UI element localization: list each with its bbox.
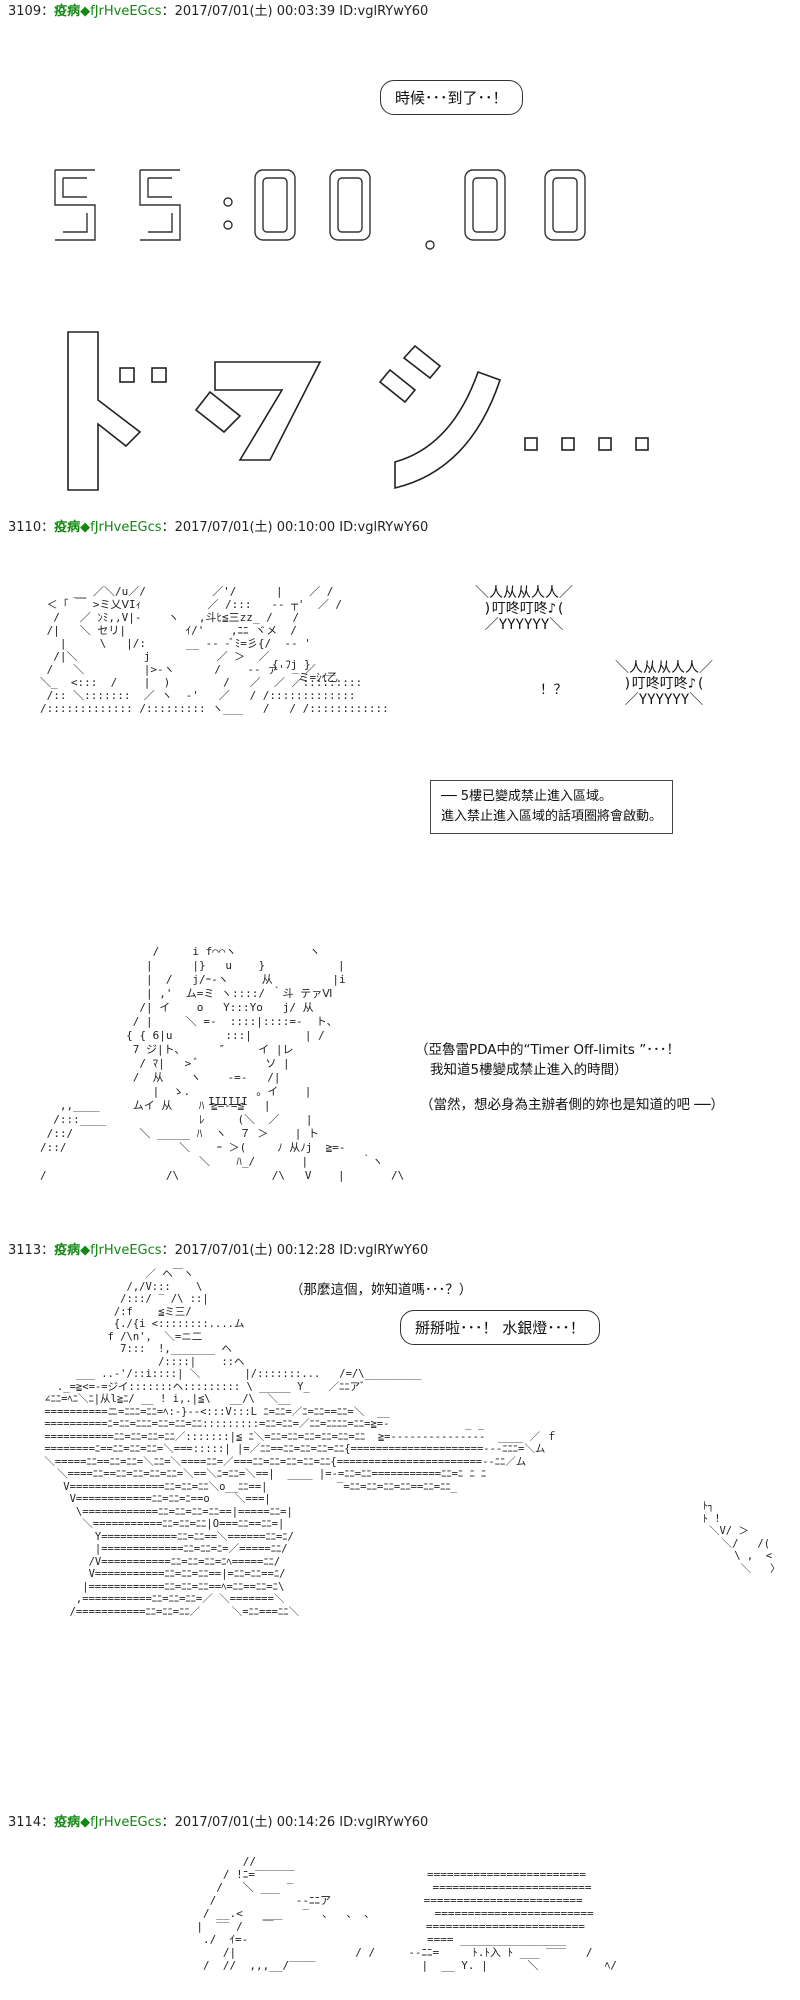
surprise-text: ！？ <box>540 682 567 698</box>
post-header: 3114：疫病◆fJrHveEGcs：2017/07/01(土) 00:14:2… <box>8 1815 428 1831</box>
face-overlay-value: IIIIII <box>208 1095 248 1108</box>
post-number: 3109 <box>8 4 42 19</box>
bell-text-2: )叮咚叮咚♪( <box>623 676 705 692</box>
face-overlay-text: IIIIII <box>208 1095 248 1109</box>
timer-digit <box>544 169 586 241</box>
announcement-box: ── 5樓已變成禁止進入區域。 進入禁止進入區域的話項圈將會啟動。 <box>430 780 674 834</box>
poster-name[interactable]: 疫病 <box>54 4 81 19</box>
separator: ： <box>41 1243 55 1258</box>
post-date: ：2017/07/01(土) 00:14:26 ID:vglRYwY60 <box>161 1815 429 1830</box>
poster-name[interactable]: 疫病 <box>54 520 81 535</box>
monologue-line-3: （當然，想必身為主辦者側的妳也是知道的吧 ──） <box>420 1097 725 1113</box>
post-header: 3110：疫病◆fJrHveEGcs：2017/07/01(土) 00:10:0… <box>8 520 428 536</box>
ascii-art-thrust: ／ ヘ￣ヽ /,/V::: \ /:::/ ‾ /\ ::| /:f ≦ミ三/ … <box>44 1268 557 1618</box>
post-header: 3109：疫病◆fJrHveEGcs：2017/07/01(土) 00:03:3… <box>8 4 428 20</box>
ascii-art-final: // / !ﾆ=‾‾‾‾‾‾ ======================== … <box>196 1855 617 1972</box>
ascii-art-scene: __ ／＼/u／/ ／'/ | ／ / ＜「 ￣ >ミ乂ⅤIｨ ／ /::: -… <box>40 585 389 715</box>
farewell-text: 掰掰啦･･･！ 水銀燈･･･！ <box>415 1319 585 1337</box>
poster-trip: ◆fJrHveEGcs <box>80 4 162 19</box>
post-date: ：2017/07/01(土) 00:12:28 ID:vglRYwY60 <box>161 1243 429 1258</box>
timer-digit <box>329 169 371 241</box>
monologue-line-1: （亞魯雷PDA中的“Timer Off-limits ”･･･！ <box>415 1042 680 1058</box>
bell-text-1: )叮咚叮咚♪( <box>483 601 565 617</box>
speech-text: 時候･･･到了･･！ <box>395 89 508 107</box>
timer-dot <box>425 240 435 250</box>
ascii-art-hand: ﾄ┐ ﾄ ! ＼V/ ＞ ＼/ /( \ , < ＼ 〉 <box>702 1500 781 1575</box>
ascii-face-text: { ﾌj } ‾ミ=ｼｲ乙 <box>272 658 339 684</box>
timer-colon <box>223 220 233 230</box>
poster-trip: ◆fJrHveEGcs <box>80 1815 162 1830</box>
timer-display <box>54 169 586 250</box>
poster-trip: ◆fJrHveEGcs <box>80 1243 162 1258</box>
bell-burst-1: ＼人从从人人／ )叮咚叮咚♪( ／YYYYYY＼ <box>475 585 573 633</box>
timer-digit <box>139 169 181 241</box>
poster-trip: ◆fJrHveEGcs <box>80 520 162 535</box>
announcement-line-1: ── 5樓已變成禁止進入區域。 <box>441 789 613 804</box>
announcement-line-2: 進入禁止進入區域的話項圈將會啟動。 <box>441 809 663 824</box>
post-number: 3113 <box>8 1243 42 1258</box>
post-date: ：2017/07/01(土) 00:03:39 ID:vglRYwY60 <box>161 4 429 19</box>
speech-bubble: 時候･･･到了･･！ <box>380 80 523 115</box>
monologue-line-2: 我知道5樓變成禁止進入的時間） <box>430 1062 628 1078</box>
timer-digit <box>54 169 96 241</box>
timer-digit <box>254 169 296 241</box>
poster-name[interactable]: 疫病 <box>54 1243 81 1258</box>
farewell-bubble: 掰掰啦･･･！ 水銀燈･･･！ <box>400 1310 600 1345</box>
separator: ： <box>41 4 55 19</box>
timer-digit <box>464 169 506 241</box>
bell-burst-2: ＼人从从人人／ )叮咚叮咚♪( ／YYYYYY＼ <box>615 660 713 708</box>
separator: ： <box>41 1815 55 1830</box>
post-header: 3113：疫病◆fJrHveEGcs：2017/07/01(土) 00:12:2… <box>8 1243 428 1259</box>
ascii-art-character: / i f⌒⌒ヽ ヽ | |} u } | | / j/ｰ-ヽ 从 |i | ,… <box>40 945 405 1182</box>
sound-effect-dokun <box>67 331 649 491</box>
poster-name[interactable]: 疫病 <box>54 1815 81 1830</box>
post-number: 3110 <box>8 520 42 535</box>
question-text: （那麼這個，妳知道嗎･･･？） <box>290 1282 473 1298</box>
separator: ： <box>41 520 55 535</box>
post-number: 3114 <box>8 1815 42 1830</box>
timer-colon <box>223 197 233 207</box>
post-date: ：2017/07/01(土) 00:10:00 ID:vglRYwY60 <box>161 520 429 535</box>
